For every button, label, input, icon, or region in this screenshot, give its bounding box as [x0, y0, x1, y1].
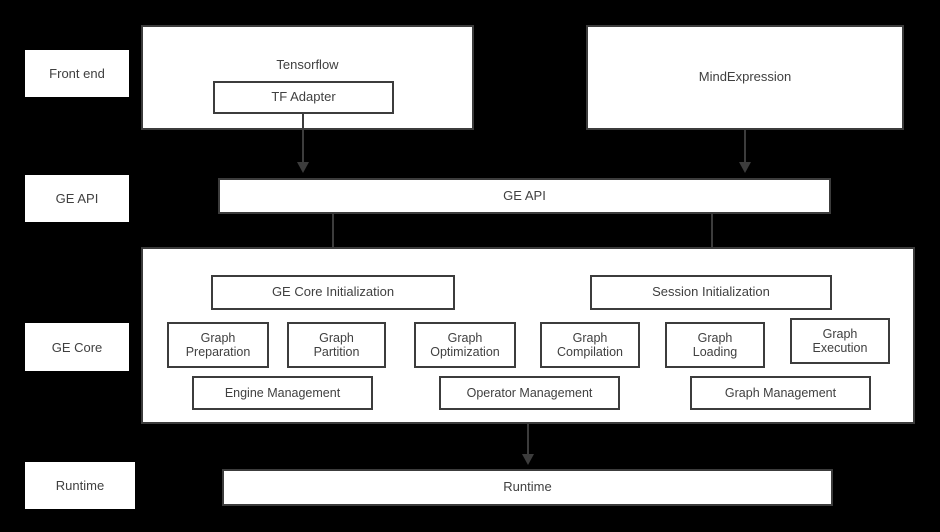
session-initialization-label: Session Initialization	[652, 284, 770, 300]
tier-label-ge-api: GE API	[25, 175, 129, 222]
graph-optimization-box: Graph Optimization	[414, 322, 516, 368]
graph-management-box: Graph Management	[690, 376, 871, 410]
connector-gecore-runtime-head	[522, 454, 534, 465]
tier-label-runtime: Runtime	[25, 462, 135, 509]
ge-core-initialization-box: GE Core Initialization	[211, 275, 455, 310]
ge-api-bar-label: GE API	[503, 187, 546, 203]
graph-compilation-box: Graph Compilation	[540, 322, 640, 368]
tf-adapter-box: TF Adapter	[213, 81, 394, 114]
tier-label-ge-core: GE Core	[25, 323, 129, 371]
graph-execution-box: Graph Execution	[790, 318, 890, 364]
connector-mindexpression-geapi-line	[744, 130, 746, 164]
tensorflow-container: Tensorflow	[141, 25, 474, 130]
graph-loading-label: Graph Loading	[692, 330, 738, 359]
graph-management-label: Graph Management	[724, 385, 837, 400]
graph-partition-box: Graph Partition	[287, 322, 386, 368]
tier-label-front-end: Front end	[25, 50, 129, 97]
connector-geapi-sessioninit-line	[711, 214, 713, 266]
mindexpression-label: MindExpression	[698, 69, 792, 85]
operator-management-label: Operator Management	[466, 385, 593, 400]
session-initialization-box: Session Initialization	[590, 275, 832, 310]
runtime-bar: Runtime	[222, 469, 833, 506]
runtime-bar-label: Runtime	[503, 479, 552, 495]
graph-preparation-box: Graph Preparation	[167, 322, 269, 368]
connector-mindexpression-geapi-head	[739, 162, 751, 173]
engine-management-box: Engine Management	[192, 376, 373, 410]
graph-compilation-label: Graph Compilation	[556, 330, 623, 359]
mindexpression-box: MindExpression	[586, 25, 904, 130]
tensorflow-title: Tensorflow	[276, 57, 339, 72]
tier-label-front-end-text: Front end	[49, 66, 105, 81]
graph-execution-label: Graph Execution	[812, 326, 868, 355]
tier-label-runtime-text: Runtime	[55, 478, 105, 493]
tier-label-ge-api-text: GE API	[55, 191, 99, 206]
tier-label-ge-core-text: GE Core	[51, 339, 103, 355]
connector-geapi-gecoreinit-line	[332, 214, 334, 266]
graph-partition-label: Graph Partition	[313, 330, 360, 359]
operator-management-box: Operator Management	[439, 376, 620, 410]
graph-optimization-label: Graph Optimization	[430, 330, 500, 359]
graph-loading-box: Graph Loading	[665, 322, 765, 368]
connector-tfadapter-geapi-head	[297, 162, 309, 173]
graph-preparation-label: Graph Preparation	[185, 330, 251, 359]
tf-adapter-label: TF Adapter	[271, 89, 336, 105]
connector-gecore-runtime-line	[527, 424, 529, 456]
connector-tfadapter-geapi-line	[302, 114, 304, 164]
engine-management-label: Engine Management	[224, 385, 341, 400]
ge-core-initialization-label: GE Core Initialization	[271, 284, 395, 300]
ge-api-bar: GE API	[218, 178, 831, 214]
